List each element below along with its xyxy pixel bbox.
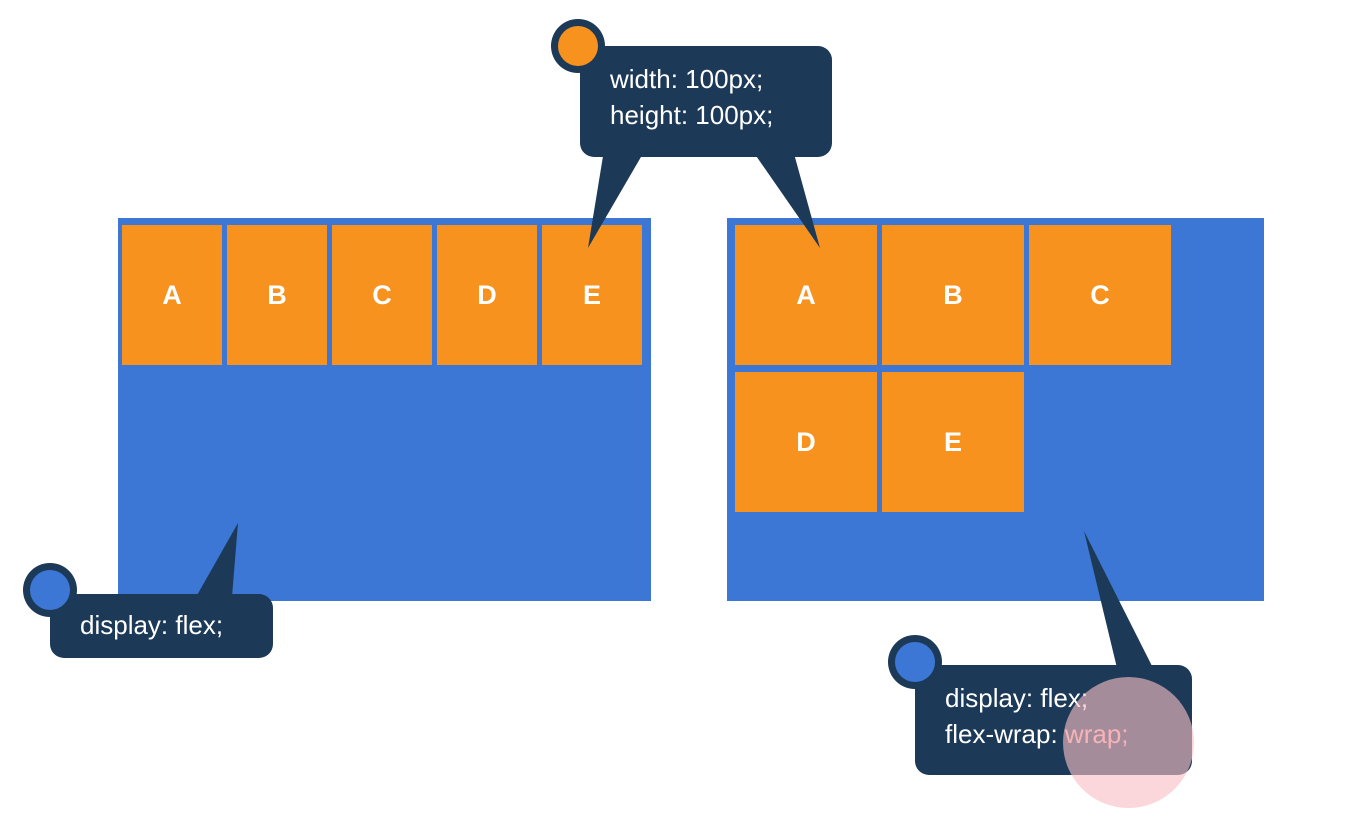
flex-item: A (122, 225, 222, 365)
callout-size-line-2: height: 100px; (610, 99, 774, 130)
flex-item: E (882, 372, 1024, 512)
callout-badge-size (551, 19, 605, 73)
callout-wrap-line-1: display: flex; (945, 683, 1089, 713)
flex-item-label: C (372, 279, 392, 310)
flex-item-label: E (943, 426, 962, 457)
flex-item: C (332, 225, 432, 365)
flex-item: B (227, 225, 327, 365)
flex-item: A (735, 225, 877, 365)
flex-container-no-wrap: A B C D E (118, 218, 651, 601)
flex-item-label: D (477, 279, 497, 310)
callout-wrap-line-2: flex-wrap: wrap; (945, 717, 1166, 753)
flex-item-label: A (162, 279, 182, 310)
flex-item: E (542, 225, 642, 365)
callout-size: width: 100px; height: 100px; (580, 46, 832, 157)
callout-wrap-value: wrap; (1064, 718, 1129, 749)
flex-item-label: D (796, 426, 816, 457)
flex-item: D (437, 225, 537, 365)
callout-flex-wrap: display: flex; flex-wrap: wrap; (915, 665, 1192, 775)
callout-flex-line-1: display: flex; (80, 610, 224, 641)
callout-display-flex: display: flex; (50, 594, 273, 658)
flex-item-label: B (267, 279, 287, 310)
flex-row-wrap: A B C D E (735, 225, 1260, 519)
callout-size-line-1: width: 100px; (610, 64, 764, 94)
flex-item-label: A (796, 279, 816, 310)
callout-badge-flex (23, 563, 77, 617)
callout-badge-wrap (888, 635, 942, 689)
flex-item: C (1029, 225, 1171, 365)
flex-item-label: C (1090, 279, 1110, 310)
flex-item-label: B (943, 279, 963, 310)
flex-item-label: E (582, 279, 601, 310)
flex-item: B (882, 225, 1024, 365)
flex-container-wrap: A B C D E (727, 218, 1264, 601)
flex-item: D (735, 372, 877, 512)
flex-row-no-wrap: A B C D E (122, 225, 647, 365)
callout-wrap-property: flex-wrap: (945, 718, 1065, 749)
